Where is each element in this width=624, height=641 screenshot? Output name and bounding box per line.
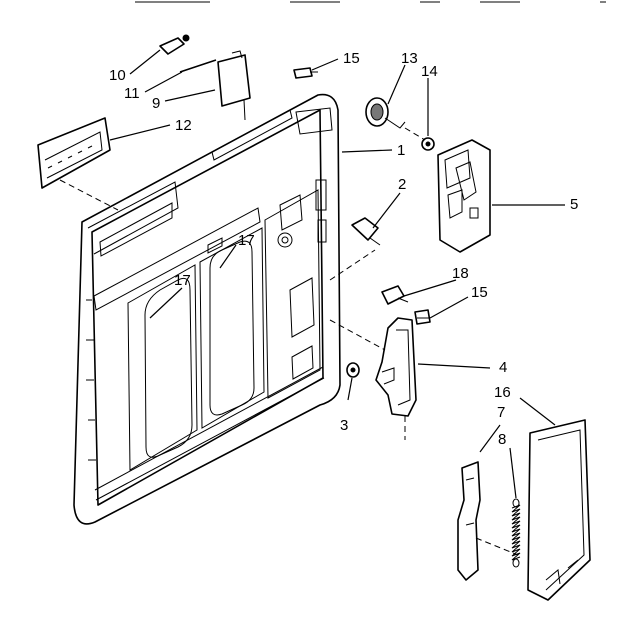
clip-part	[329, 217, 381, 281]
callout-7: 7	[497, 404, 506, 421]
callout-10: 10	[109, 67, 126, 84]
callout-15-upper: 15	[343, 50, 360, 67]
nut-part	[421, 137, 435, 151]
knob-part	[365, 97, 426, 141]
actuator-arm-part	[329, 317, 417, 440]
callout-11: 11	[124, 85, 140, 102]
callout-1: 1	[397, 142, 406, 159]
screw-lower-part	[414, 309, 431, 325]
handle-bracket-part	[37, 117, 119, 211]
pin-part	[179, 59, 217, 73]
callout-13: 13	[401, 50, 418, 67]
cover-panel-part	[527, 419, 591, 601]
screw-upper-part	[293, 67, 318, 79]
callout-12: 12	[175, 117, 192, 134]
spring-part	[511, 498, 521, 568]
callout-15-lower: 15	[471, 284, 488, 301]
callout-18: 18	[452, 265, 469, 282]
callout-16: 16	[494, 384, 511, 401]
callout-17-left: 17	[174, 272, 191, 289]
switch-part	[381, 285, 409, 305]
latch-housing-part	[437, 139, 491, 253]
latch-cover-part	[217, 50, 251, 121]
door-panel-part	[73, 93, 341, 525]
callout-3: 3	[340, 417, 349, 434]
grommet-part	[346, 362, 360, 378]
callout-8: 8	[498, 431, 507, 448]
callout-2: 2	[398, 176, 407, 193]
callout-14: 14	[421, 63, 438, 80]
callout-9: 9	[152, 95, 161, 112]
callout-17-right: 17	[238, 232, 255, 249]
screw-part	[159, 34, 190, 55]
callout-5: 5	[570, 196, 579, 213]
callout-4: 4	[499, 359, 508, 376]
lever-part	[457, 461, 519, 581]
leader-lines	[109, 49, 565, 499]
